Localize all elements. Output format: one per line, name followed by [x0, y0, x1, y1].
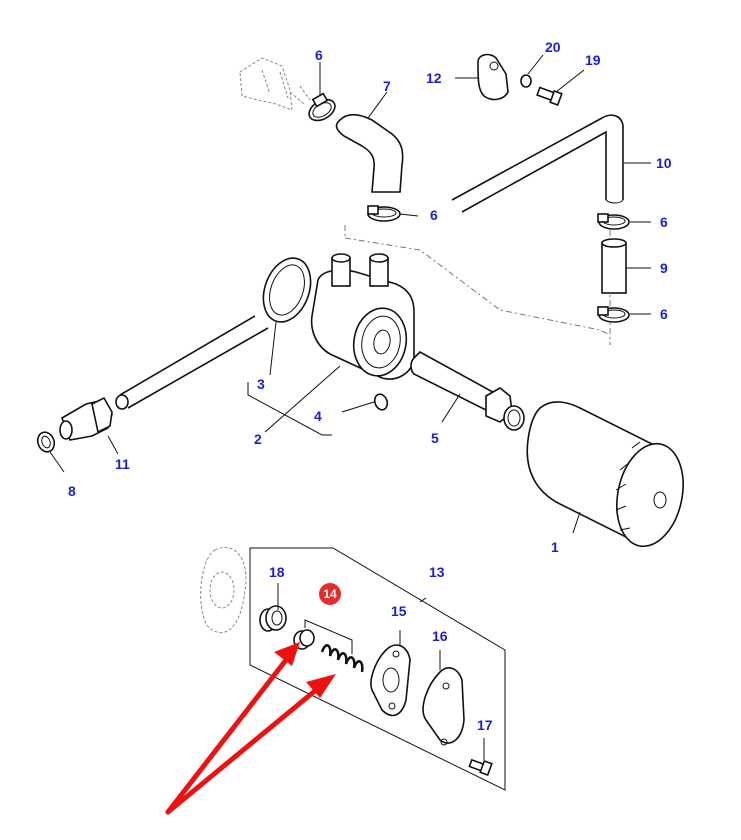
elbow-hose [335, 113, 404, 193]
callout-2[interactable]: 2 [254, 431, 262, 447]
valve-and-spring [293, 619, 364, 673]
kit-outline [249, 547, 506, 791]
callout-15[interactable]: 15 [391, 603, 407, 619]
valve-seat [259, 605, 287, 632]
callout-12[interactable]: 12 [426, 70, 442, 86]
callout-20[interactable]: 20 [545, 39, 561, 55]
short-hose [601, 238, 627, 294]
sealing-washer [36, 431, 56, 453]
callout-5[interactable]: 5 [431, 430, 439, 446]
callout-18[interactable]: 18 [269, 564, 285, 580]
hose-clamp-right-lower [597, 306, 630, 323]
callout-6-top[interactable]: 6 [315, 47, 323, 63]
arrow-to-valve [165, 657, 289, 815]
callout-8[interactable]: 8 [68, 483, 76, 499]
bolt-17 [468, 758, 493, 777]
callout-13[interactable]: 13 [429, 564, 445, 580]
hose-clamp-right-upper [597, 213, 630, 230]
pipe-bracket [477, 53, 509, 101]
cover-plate [422, 667, 465, 746]
oil-cooler [310, 253, 415, 380]
bolt-19 [536, 86, 563, 107]
hose-clamp-top [308, 92, 336, 122]
oil-filter [526, 401, 684, 548]
callout-6-right-lower[interactable]: 6 [660, 306, 668, 322]
callout-3[interactable]: 3 [257, 376, 265, 392]
callout-14[interactable]: 14 [323, 587, 337, 601]
annotation-arrows [165, 642, 336, 815]
arrowhead-valve [274, 642, 300, 666]
union-fitting [59, 396, 113, 441]
callout-11[interactable]: 11 [115, 456, 130, 472]
callout-6-right-upper[interactable]: 6 [660, 214, 668, 230]
feed-pipe [115, 315, 269, 410]
nut [520, 74, 532, 88]
leader-lines [49, 54, 651, 760]
ghost-engine-fitting [239, 57, 311, 111]
callout-6-mid[interactable]: 6 [430, 207, 438, 223]
callout-17[interactable]: 17 [477, 717, 493, 733]
callout-14-badge[interactable] [319, 583, 341, 605]
arrowhead-spring [306, 674, 336, 698]
coolant-pipe [451, 114, 624, 213]
callout-7[interactable]: 7 [383, 78, 391, 94]
o-ring [262, 257, 312, 323]
hose-clamp-mid [367, 205, 401, 222]
callout-19[interactable]: 19 [585, 52, 601, 68]
plug [373, 393, 389, 411]
callout-9[interactable]: 9 [660, 260, 668, 276]
callout-10[interactable]: 10 [656, 155, 672, 171]
threaded-connector [410, 351, 525, 431]
callout-4[interactable]: 4 [314, 408, 322, 424]
gasket [370, 644, 411, 717]
callout-1[interactable]: 1 [551, 539, 559, 555]
callout-16[interactable]: 16 [432, 628, 448, 644]
arrow-to-spring [165, 687, 319, 815]
ghost-gasket-outline [200, 547, 247, 633]
